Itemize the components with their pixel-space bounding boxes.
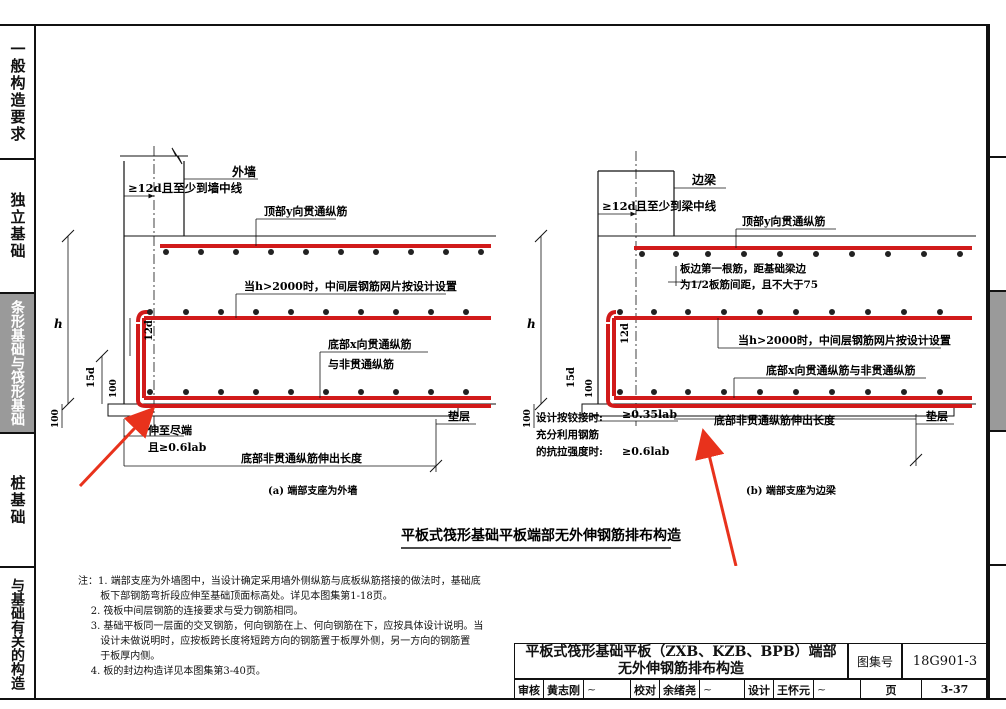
dim-h: h xyxy=(54,317,63,331)
rebar-diagram: 外墙 ≥12d且至少到墙中线 顶部y向贯通纵筋 当h>2000时，中间层钢筋网片… xyxy=(51,146,976,566)
tab-label: 桩基础 xyxy=(8,474,27,526)
main-title: 平板式筏形基础平板端部无外伸钢筋排布构造 xyxy=(401,527,681,544)
title-block-title: 平板式筏形基础平板（ZXB、KZB、BPB）端部 无外伸钢筋排布构造 xyxy=(514,643,848,679)
anchor-label-b: ≥12d且至少到梁中线 xyxy=(602,199,717,213)
atlas-label: 图集号 xyxy=(848,643,902,679)
approval-row: 审核 黄志刚 ~ 校对 余绪尧 ~ 设计 王怀元 ~ 页 3-37 xyxy=(514,679,988,700)
tab-isolated-foundation[interactable]: 独立基础 xyxy=(0,160,34,294)
caption-b: (b) 端部支座为边梁 xyxy=(746,484,837,497)
atlas-number: 18G901-3 xyxy=(902,643,988,679)
diagram-b: 边梁 ≥12d且至少到梁中线 顶部y向贯通纵筋 板边第一根筋，距基础梁边 为1/… xyxy=(523,151,976,497)
dim-100-a: 100 xyxy=(109,379,119,398)
tab-label: 条形基础与筏形基础 xyxy=(9,300,25,426)
page-number: 3-37 xyxy=(940,683,969,696)
chapter-tabs: 一般构造要求 独立基础 条形基础与筏形基础 桩基础 与基础有关的构造 xyxy=(0,24,34,700)
dim-15d-b: 15d xyxy=(566,367,577,388)
right-tab[interactable] xyxy=(988,158,1006,292)
right-tabs xyxy=(988,24,1006,700)
checker-signature: ~ xyxy=(700,680,745,699)
design-label: 设计 xyxy=(745,680,774,699)
hinge-label-1: 设计按铰接时: xyxy=(536,411,603,424)
middle-mesh-label: 当h>2000时，中间层钢筋网片按设计设置 xyxy=(244,279,457,293)
note-line: 设计未做说明时，应按板跨长度将短跨方向的钢筋置于板厚外侧，另一方向的钢筋置 xyxy=(78,636,471,647)
right-tab[interactable] xyxy=(988,566,1006,700)
extend-length-label: 底部非贯通纵筋伸出长度 xyxy=(241,451,363,465)
title-line-2: 无外伸钢筋排布构造 xyxy=(618,661,744,677)
title-line-1: 平板式筏形基础平板（ZXB、KZB、BPB）端部 xyxy=(525,644,837,660)
title-block: 平板式筏形基础平板（ZXB、KZB、BPB）端部 无外伸钢筋排布构造 图集号 1… xyxy=(514,643,988,700)
first-bar-label-1: 板边第一根筋，距基础梁边 xyxy=(680,262,806,275)
anchor-label: ≥12d且至少到墙中线 xyxy=(128,181,243,195)
tab-strip-raft-foundation[interactable]: 条形基础与筏形基础 xyxy=(0,294,34,434)
dim-100-b-b: 100 xyxy=(523,409,533,428)
reviewer-name: 黄志刚 xyxy=(544,680,584,699)
tab-label: 独立基础 xyxy=(8,192,27,260)
tab-pile-foundation[interactable]: 桩基础 xyxy=(0,434,34,568)
right-tab[interactable] xyxy=(988,292,1006,432)
red-arrow-left xyxy=(78,406,156,488)
page-label: 页 xyxy=(861,680,922,699)
extend-label-2: 且≥0.6lab xyxy=(148,441,207,454)
middle-mesh-label-b: 当h>2000时，中间层钢筋网片按设计设置 xyxy=(738,333,951,347)
caption-a: (a) 端部支座为外墙 xyxy=(268,484,357,497)
beam-label: 边梁 xyxy=(691,172,716,187)
designer-name: 王怀元 xyxy=(774,680,814,699)
reviewer-signature: ~ xyxy=(584,680,631,699)
right-tab[interactable] xyxy=(988,24,1006,158)
first-bar-label-2: 为1/2板筋间距，且不大于75 xyxy=(680,278,818,291)
dim-15d: 15d xyxy=(86,367,97,388)
right-tab[interactable] xyxy=(988,432,1006,566)
dim-12d-b: 12d xyxy=(620,323,631,344)
extend-length-label-b: 底部非贯通纵筋伸出长度 xyxy=(714,413,836,427)
note-line: 于板厚内侧。 xyxy=(78,651,161,662)
note-line: 4. 板的封边构造详见本图集第3-40页。 xyxy=(78,666,266,677)
tab-related-construction[interactable]: 与基础有关的构造 xyxy=(0,568,34,700)
bottom-rebar-label-b: 底部x向贯通纵筋与非贯通纵筋 xyxy=(766,363,916,377)
top-rebar-label-b: 顶部y向贯通纵筋 xyxy=(742,214,825,228)
red-arrow-right xyxy=(695,428,738,566)
cushion-label-b: 垫层 xyxy=(926,409,948,423)
drawing-frame xyxy=(34,24,988,700)
diagram-a: 外墙 ≥12d且至少到墙中线 顶部y向贯通纵筋 当h>2000时，中间层钢筋网片… xyxy=(51,146,496,497)
checker-name: 余绪尧 xyxy=(660,680,700,699)
tab-general[interactable]: 一般构造要求 xyxy=(0,26,34,160)
note-line: 2. 筏板中间层钢筋的连接要求与受力钢筋相同。 xyxy=(78,606,304,617)
note-line: 板下部钢筋弯折段应伸至基础顶面标高处。详见本图集第1-18页。 xyxy=(78,591,393,602)
designer-signature: ~ xyxy=(814,680,861,699)
notes: 注：1. 端部支座为外墙图中，当设计确定采用墙外侧纵筋与底板纵筋搭接的做法时，基… xyxy=(78,574,518,679)
dim-h-b: h xyxy=(527,317,536,331)
bottom-rebar-label-2: 与非贯通纵筋 xyxy=(328,357,394,371)
len-label-2: ≥0.6lab xyxy=(622,445,670,458)
hinge-label-2: 充分利用钢筋 xyxy=(536,428,599,441)
cushion-label: 垫层 xyxy=(448,409,470,423)
dim-12d: 12d xyxy=(144,320,155,341)
hinge-label-3: 的抗拉强度时: xyxy=(536,445,603,458)
check-label: 校对 xyxy=(631,680,660,699)
bottom-rebar-label-1: 底部x向贯通纵筋 xyxy=(328,337,412,351)
dim-100-b-a: 100 xyxy=(585,379,595,398)
note-line: 3. 基础平板同一层面的交叉钢筋，何向钢筋在上、何向钢筋在下，应按具体设计说明。… xyxy=(78,621,484,632)
top-rebar-label: 顶部y向贯通纵筋 xyxy=(264,204,347,218)
len-label-1: ≥0.35lab xyxy=(622,408,677,421)
tab-label: 与基础有关的构造 xyxy=(9,578,25,690)
dim-100-b: 100 xyxy=(51,409,61,428)
tab-label: 一般构造要求 xyxy=(8,41,27,143)
note-line: 注：1. 端部支座为外墙图中，当设计确定采用墙外侧纵筋与底板纵筋搭接的做法时，基… xyxy=(78,576,481,587)
review-label: 审核 xyxy=(515,680,544,699)
extend-label-1: 伸至尽端 xyxy=(147,423,192,437)
wall-label: 外墙 xyxy=(232,164,256,179)
